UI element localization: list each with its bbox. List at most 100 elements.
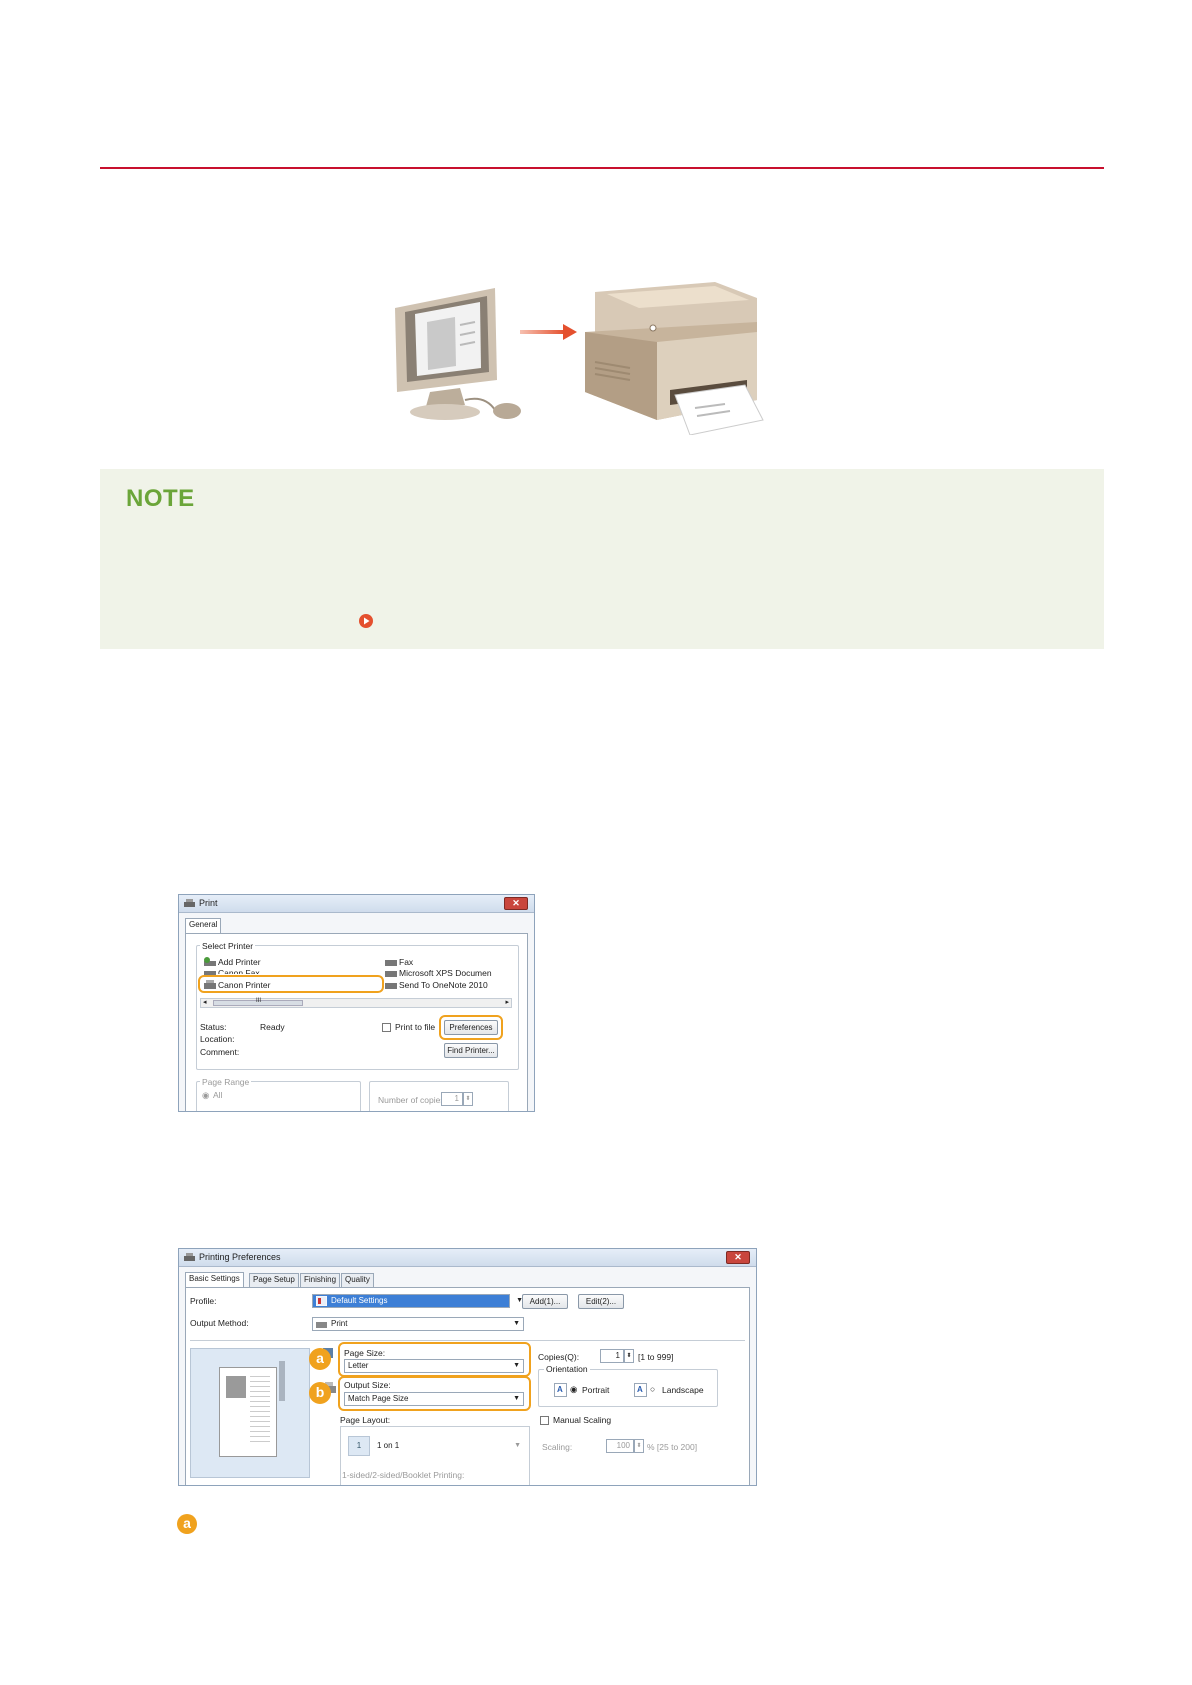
copies-spinner-icon[interactable]: ⬍: [463, 1092, 473, 1106]
page-layout-value: 1 on 1: [377, 1441, 400, 1450]
printer-item-canon-fax[interactable]: Canon Fax: [218, 968, 260, 974]
page-size-label: Page Size:: [344, 1348, 386, 1358]
tab-finishing[interactable]: Finishing: [300, 1273, 341, 1287]
printer-item-onenote[interactable]: Send To OneNote 2010: [399, 980, 488, 990]
select-printer-group: [196, 945, 519, 1070]
copies-group: [369, 1081, 509, 1111]
print-dialog: Print ✕ General Select Printer Add Print…: [178, 894, 535, 1112]
output-size-select[interactable]: Match Page Size ▼: [344, 1392, 524, 1406]
page-layout-box: [340, 1426, 530, 1485]
all-radio-icon[interactable]: ◉: [202, 1090, 210, 1100]
select-printer-label: Select Printer: [200, 941, 256, 951]
preview-scrollbar[interactable]: [279, 1361, 285, 1401]
profile-select[interactable]: Default Settings ▼: [312, 1294, 523, 1308]
add-printer-icon: [204, 957, 216, 966]
landscape-label: Landscape: [662, 1385, 704, 1395]
output-size-label: Output Size:: [344, 1380, 391, 1390]
scroll-left-icon[interactable]: ◂: [203, 999, 207, 1006]
portrait-radio-icon[interactable]: ◉: [570, 1384, 578, 1394]
printer-item-add-printer[interactable]: Add Printer: [218, 957, 261, 967]
section-divider: [100, 167, 1104, 169]
note-box: NOTE: [100, 469, 1104, 649]
callout-a-caption-badge: a: [177, 1514, 197, 1534]
output-size-value: Match Page Size: [348, 1394, 409, 1403]
horizontal-scrollbar[interactable]: ◂ III ▸: [200, 998, 512, 1008]
status-label: Status:: [200, 1022, 227, 1032]
chevron-down-icon: ▼: [513, 1362, 520, 1369]
fax-icon: [204, 971, 216, 977]
profile-label: Profile:: [190, 1296, 217, 1306]
page-preview: [190, 1348, 310, 1478]
sided-printing-label: 1-sided/2-sided/Booklet Printing:: [342, 1470, 465, 1480]
profile-value: Default Settings: [331, 1296, 388, 1305]
tab-page-setup[interactable]: Page Setup: [249, 1273, 299, 1287]
output-method-label: Output Method:: [190, 1318, 249, 1328]
tab-basic-settings[interactable]: Basic Settings: [185, 1272, 244, 1288]
add-profile-button[interactable]: Add(1)...: [522, 1294, 568, 1309]
page-size-select[interactable]: Letter ▼: [344, 1359, 524, 1373]
preferences-button[interactable]: Preferences: [444, 1020, 498, 1035]
copies-input[interactable]: 1: [600, 1349, 624, 1363]
printer-icon: [184, 899, 195, 907]
scaling-input[interactable]: 100: [606, 1439, 634, 1453]
separator: [190, 1340, 745, 1341]
basic-settings-panel: Profile: Default Settings ▼ Add(1)... Ed…: [185, 1287, 750, 1485]
landscape-radio-icon[interactable]: ○: [650, 1384, 656, 1394]
manual-scaling-checkbox[interactable]: [540, 1416, 549, 1425]
page-size-value: Letter: [348, 1361, 369, 1370]
callout-a-badge: a: [309, 1348, 331, 1370]
manual-scaling-label: Manual Scaling: [553, 1415, 612, 1425]
fax-icon: [385, 960, 397, 966]
printer-item-canon-printer[interactable]: Canon Printer: [218, 980, 271, 990]
output-method-value: Print: [331, 1319, 348, 1328]
copies-range: [1 to 999]: [638, 1352, 674, 1362]
preview-image: [226, 1376, 246, 1398]
scaling-range: % [25 to 200]: [647, 1442, 698, 1452]
preferences-highlight: [439, 1015, 503, 1040]
printer-icon: [316, 1322, 327, 1328]
page-layout-thumb: 1: [348, 1436, 370, 1456]
print-dialog-titlebar: Print ✕: [179, 895, 534, 913]
copies-label: Copies(Q):: [538, 1352, 580, 1362]
scroll-right-icon[interactable]: ▸: [505, 999, 509, 1006]
portrait-label: Portrait: [582, 1385, 610, 1395]
find-printer-button[interactable]: Find Printer...: [444, 1043, 498, 1058]
landscape-icon: A: [634, 1383, 647, 1397]
copies-spinner-icon[interactable]: ⬍: [624, 1349, 634, 1363]
printer-icon: [385, 971, 397, 977]
close-button[interactable]: ✕: [504, 897, 528, 910]
computer-to-printer-illustration: [395, 282, 764, 435]
computer-monitor-icon: [395, 288, 521, 420]
scaling-label: Scaling:: [542, 1442, 573, 1452]
note-title: NOTE: [126, 485, 195, 512]
link-arrow-icon[interactable]: [358, 613, 374, 629]
copies-input[interactable]: 1: [441, 1092, 463, 1106]
page-layout-num: 1: [356, 1441, 362, 1450]
all-option-label: All: [213, 1090, 223, 1100]
output-method-select[interactable]: Print ▼: [312, 1317, 524, 1331]
print-to-file-label: Print to file: [395, 1022, 436, 1032]
printing-preferences-dialog: Printing Preferences ✕ Basic Settings Pa…: [178, 1248, 757, 1486]
scroll-thumb-grip: III: [256, 998, 262, 1004]
scaling-spinner-icon[interactable]: ⬍: [634, 1439, 644, 1453]
preview-page: [219, 1367, 277, 1457]
prefs-title: Printing Preferences: [199, 1252, 281, 1262]
tab-quality[interactable]: Quality: [341, 1273, 374, 1287]
printer-item-xps[interactable]: Microsoft XPS Documen: [399, 968, 492, 978]
page-range-label: Page Range: [200, 1077, 252, 1087]
general-panel: Select Printer Add Printer Canon Fax Can…: [185, 933, 528, 1111]
edit-profile-button[interactable]: Edit(2)...: [578, 1294, 624, 1309]
printer-icon: [184, 1253, 195, 1261]
orientation-label: Orientation: [544, 1364, 590, 1374]
printer-item-fax[interactable]: Fax: [399, 957, 414, 967]
orientation-group: [538, 1369, 718, 1407]
scroll-thumb[interactable]: [213, 1000, 303, 1006]
page-layout-select[interactable]: 1 on 1 ▼: [374, 1440, 524, 1454]
comment-label: Comment:: [200, 1047, 240, 1057]
printer-icon: [585, 282, 764, 435]
close-button[interactable]: ✕: [726, 1251, 750, 1264]
print-to-file-checkbox[interactable]: [382, 1023, 391, 1032]
printer-icon: [204, 980, 216, 989]
chevron-down-icon: ▼: [513, 1395, 520, 1402]
tab-general[interactable]: General: [185, 918, 222, 934]
